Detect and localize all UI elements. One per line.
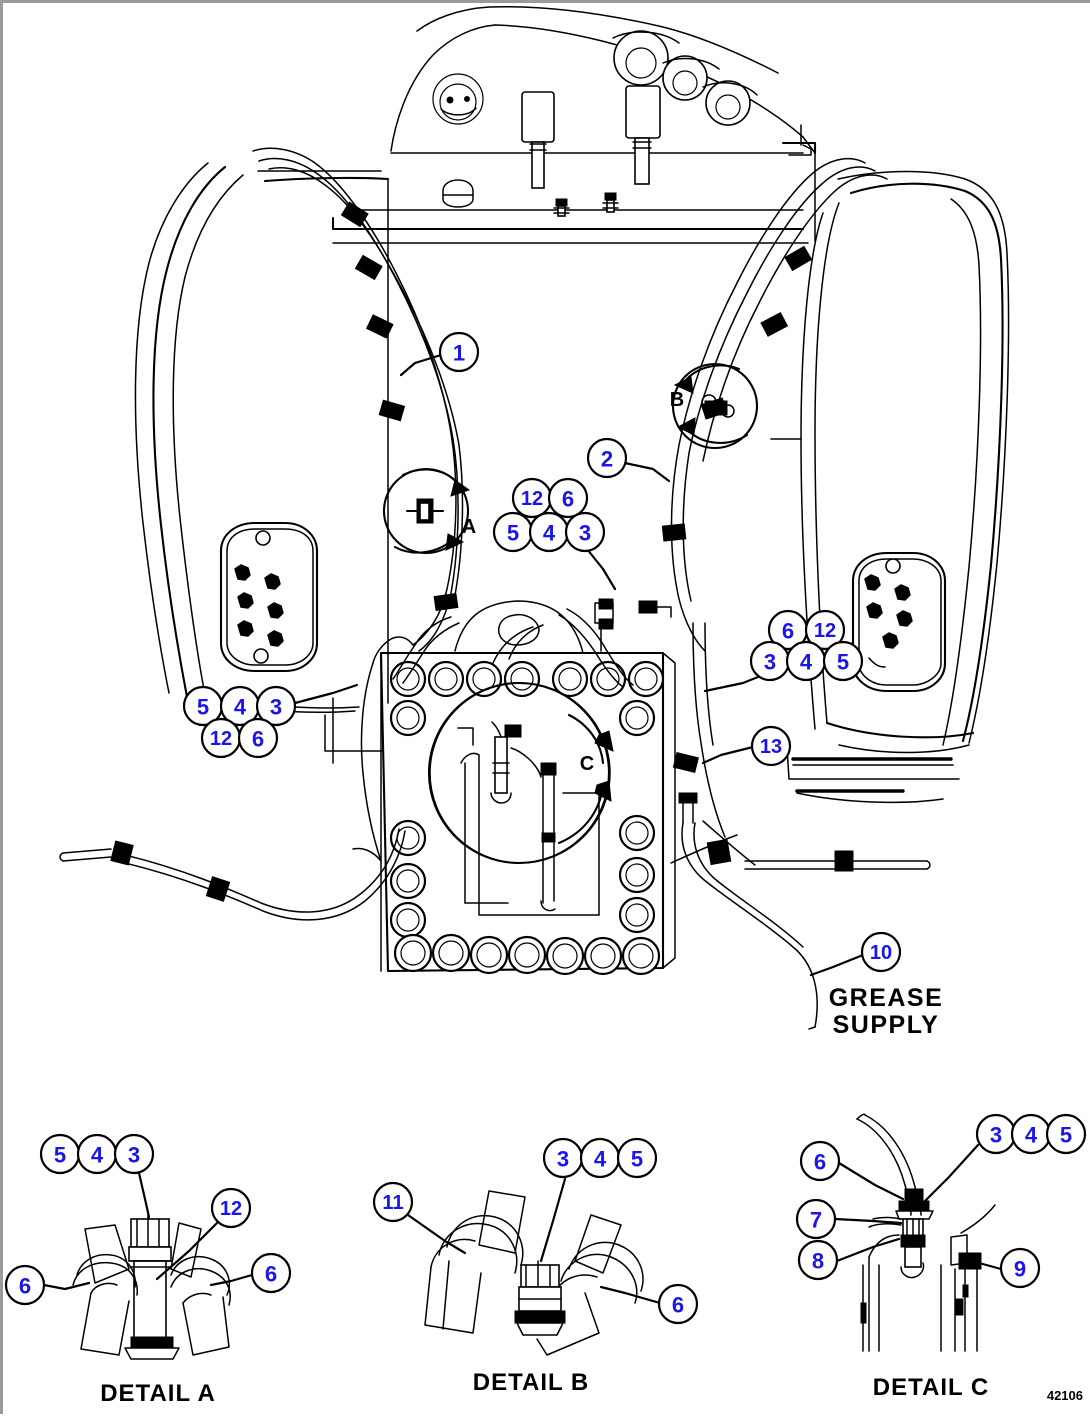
- detail-b-callout-3: 11: [382, 1192, 403, 1214]
- detail-a-label: DETAIL A: [100, 1380, 216, 1407]
- right-cluster-bot-1: 4: [800, 650, 813, 675]
- detail-c-linework: [833, 1113, 1003, 1352]
- grease-supply-line-2: SUPPLY: [833, 1011, 940, 1039]
- detail-a-callout-0: 5: [54, 1143, 66, 1168]
- detail-b-callout-1: 4: [594, 1147, 607, 1172]
- detail-c-callout-6: 9: [1014, 1257, 1026, 1282]
- detail-b-label: DETAIL B: [473, 1369, 589, 1396]
- left-cluster[interactable]: 5 4 3 12 6: [182, 685, 297, 759]
- callout-10-label: 10: [870, 942, 892, 964]
- detail-c-callout-3: 6: [814, 1150, 826, 1175]
- right-cluster-bot-2: 5: [837, 650, 849, 675]
- view-arrow-B: [671, 362, 759, 450]
- left-cluster-top-1: 4: [234, 695, 247, 720]
- callout-1-label: 1: [453, 341, 465, 366]
- detail-c-callout-5: 8: [812, 1249, 824, 1274]
- detail-a-callout-1: 4: [91, 1143, 104, 1168]
- detail-c-callout-2: 5: [1060, 1123, 1072, 1148]
- detail-c-callout-4: 7: [810, 1208, 822, 1233]
- left-cluster-bot-0: 12: [210, 728, 232, 750]
- callout-1[interactable]: 1: [438, 331, 480, 373]
- left-cluster-top-0: 5: [197, 695, 209, 720]
- view-letter-b: B: [670, 389, 684, 411]
- detail-c-label: DETAIL C: [873, 1374, 989, 1401]
- view-letter-c: C: [580, 753, 594, 775]
- detail-a-callout-5: 6: [265, 1262, 277, 1287]
- plate-code: 42106: [1047, 1388, 1083, 1403]
- detail-c-callout-0: 3: [990, 1123, 1002, 1148]
- lower-right-hose: [670, 792, 931, 1030]
- detail-b-callout-0: 3: [557, 1147, 569, 1172]
- view-arrow-C: [427, 681, 614, 865]
- right-cluster[interactable]: 6 12 3 4 5: [749, 609, 864, 682]
- view-arrow-A: [382, 467, 471, 555]
- grease-line-left: [252, 147, 464, 862]
- upper-machinery-housing: [331, 5, 817, 244]
- detail-b-callout-4: 6: [672, 1293, 684, 1318]
- detail-b-callouts[interactable]: 3 4 5 11 6: [372, 1137, 699, 1325]
- machine-linework: [42, 5, 1010, 1360]
- right-cluster-top-0: 6: [782, 619, 794, 644]
- lower-left-hose: [59, 828, 406, 921]
- detail-c-callout-1: 4: [1025, 1123, 1038, 1148]
- detail-b-linework: [406, 1177, 662, 1356]
- right-cluster-bot-0: 3: [764, 650, 776, 675]
- detail-a-callouts[interactable]: 5 4 3 12 6 6: [4, 1133, 292, 1306]
- view-letter-a: A: [462, 516, 476, 538]
- callout-balloons: 1 2 13 10 12 6 5 4 3: [4, 331, 1087, 1407]
- right-track-assembly: [770, 170, 1010, 804]
- center-cluster[interactable]: 12 6 5 4 3: [492, 477, 606, 553]
- center-cluster-bot-1: 4: [543, 521, 556, 546]
- detail-a-callout-2: 3: [128, 1143, 140, 1168]
- right-cluster-top-1: 12: [814, 620, 836, 642]
- center-cluster-bot-2: 3: [579, 521, 591, 546]
- grease-line-right: [594, 157, 888, 838]
- callout-13[interactable]: 13: [750, 725, 792, 767]
- grease-supply-line-1: GREASE: [829, 984, 944, 1012]
- center-cluster-top-1: 6: [562, 487, 574, 512]
- left-cluster-bot-1: 6: [252, 727, 264, 752]
- center-hose-loops: [392, 598, 634, 688]
- callout-13-label: 13: [760, 736, 782, 758]
- detail-a-callout-4: 6: [19, 1274, 31, 1299]
- detail-b-callout-2: 5: [631, 1147, 643, 1172]
- callout-2[interactable]: 2: [586, 437, 628, 479]
- detail-a-linework: [42, 1171, 254, 1360]
- callout-2-label: 2: [601, 447, 613, 472]
- center-cluster-top-0: 12: [521, 488, 543, 510]
- callout-10[interactable]: 10: [860, 931, 902, 973]
- detail-c-callouts[interactable]: 3 4 5 6 7 8 9: [795, 1113, 1087, 1289]
- detail-a-callout-3: 12: [220, 1198, 242, 1220]
- left-cluster-top-2: 3: [270, 695, 282, 720]
- left-track-assembly: [134, 162, 390, 764]
- center-cluster-bot-0: 5: [507, 521, 519, 546]
